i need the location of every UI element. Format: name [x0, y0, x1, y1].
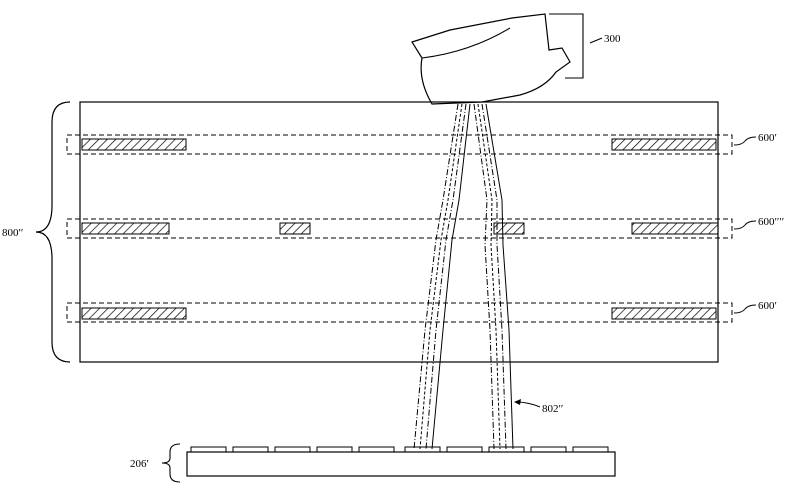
hatched-element [81, 222, 170, 235]
label-band-top: 600′ [758, 132, 777, 144]
label-base: 206′ [130, 458, 149, 470]
fiber-bundle-right [473, 103, 514, 450]
leader-band-middle [733, 220, 757, 230]
hatched-element [611, 138, 717, 151]
head-object [411, 13, 603, 105]
stack-brace [35, 101, 71, 363]
base-substrate [186, 446, 616, 477]
leader-fibers-arrow [514, 399, 521, 405]
hatched-element [81, 138, 187, 151]
band-middle [66, 218, 733, 239]
hatched-element [81, 307, 187, 320]
leader-band-bottom [733, 304, 757, 314]
hatched-element [611, 307, 717, 320]
hatched-element [493, 222, 525, 235]
label-head: 300 [604, 33, 621, 45]
hatched-element [631, 222, 719, 235]
label-band-bottom: 600′ [758, 300, 777, 312]
hatched-element [279, 222, 311, 235]
base-brace [161, 443, 181, 483]
leader-band-top [733, 136, 757, 146]
label-fibers: 802′′ [542, 403, 563, 415]
band-bottom [66, 302, 733, 323]
band-top [66, 134, 733, 155]
label-band-middle: 600′′′′ [758, 216, 784, 228]
fiber-bundle-left [413, 103, 471, 450]
label-stack: 800′′ [2, 227, 23, 239]
